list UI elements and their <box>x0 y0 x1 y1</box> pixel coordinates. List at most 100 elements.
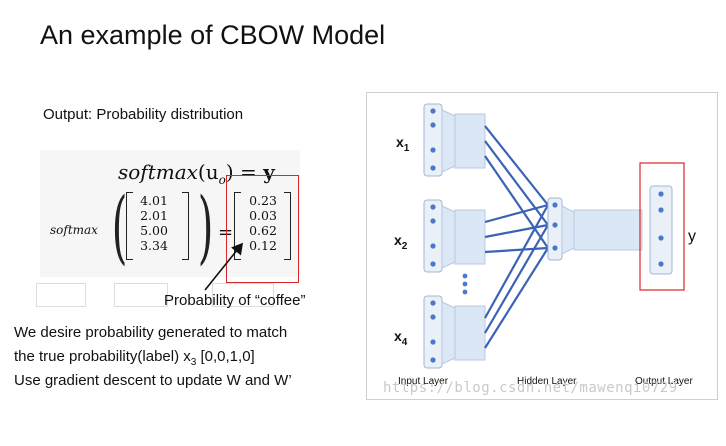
body-line-2-label: [0,0,1,0] <box>196 348 255 365</box>
node <box>430 147 436 153</box>
edge <box>484 224 549 334</box>
output-vector <box>649 185 673 275</box>
placeholder-box <box>114 283 168 307</box>
hidden-layer <box>547 197 643 261</box>
node <box>552 222 558 228</box>
node <box>430 108 436 114</box>
left-paren: ( <box>111 180 128 273</box>
u-arg: (u <box>197 160 219 184</box>
node <box>430 122 436 128</box>
edge <box>484 125 549 206</box>
placeholder-box <box>36 283 86 307</box>
slide-title: An example of CBOW Model <box>40 20 386 50</box>
edge <box>484 246 549 254</box>
edge <box>484 247 549 349</box>
connector <box>441 301 456 365</box>
output-value: 0.62 <box>249 223 277 238</box>
node <box>430 204 436 210</box>
body-line-2-sub: 3 <box>190 357 197 368</box>
weight-matrix-w <box>454 209 486 265</box>
body-line-2-text: the true probability(label) x <box>14 348 191 365</box>
edges <box>484 125 549 349</box>
node <box>552 202 558 208</box>
ellipsis-dots <box>462 273 468 295</box>
node <box>430 357 436 363</box>
dot <box>462 273 468 279</box>
output-highlight-box <box>639 162 685 291</box>
output-layer-label: Output Layer <box>635 376 693 387</box>
connector <box>441 205 456 269</box>
input-vector-4 <box>423 295 443 369</box>
node <box>658 191 664 197</box>
softmax-fn-lower: softmax <box>50 223 98 237</box>
body-line-3: Use gradient descent to update W and W’ <box>14 372 292 389</box>
node <box>658 261 664 267</box>
input-vector-1 <box>423 103 443 177</box>
input-bracket-right <box>182 192 189 260</box>
input-layer-label: Input Layer <box>398 376 449 387</box>
node <box>658 207 664 213</box>
input-value: 5.00 <box>140 223 168 238</box>
dot <box>462 281 468 287</box>
input-vector-2 <box>423 199 443 273</box>
equals-sign: = <box>218 222 234 243</box>
connector <box>441 109 456 173</box>
input-vector: 4.01 2.01 5.00 3.34 <box>134 193 174 253</box>
node <box>552 245 558 251</box>
node <box>658 235 664 241</box>
prediction-highlight-box <box>226 175 299 283</box>
input-label-x4: x4 <box>394 328 407 348</box>
body-line-1: We desire probability generated to match <box>14 324 288 341</box>
node <box>430 261 436 267</box>
output-bracket-left <box>234 192 241 260</box>
input-block-4 <box>423 295 486 369</box>
input-value: 4.01 <box>140 193 168 208</box>
edge <box>484 204 549 319</box>
output-layer <box>639 162 685 291</box>
input-label-x1: x1 <box>396 134 409 154</box>
weight-matrix-w <box>454 305 486 361</box>
formula-panel <box>40 150 300 277</box>
weight-matrix-w-prime <box>573 209 643 251</box>
y-symbol: y <box>263 160 275 184</box>
equals-part: ) = <box>225 160 264 184</box>
watermark: https://blog.csdn.net/mawenqi0729 <box>383 380 678 396</box>
softmax-fn: softmax <box>118 160 198 184</box>
input-label-base: x <box>394 328 402 344</box>
body-line-2: the true probability(label) x3 [0,0,1,0] <box>14 348 255 368</box>
output-value: 0.23 <box>249 193 277 208</box>
edge <box>484 155 549 249</box>
output-y-label: y <box>688 228 696 245</box>
connector <box>561 205 575 255</box>
edge <box>484 140 549 226</box>
coffee-annotation: Probability of “coffee” <box>164 292 306 309</box>
input-label-x2: x2 <box>394 232 407 252</box>
node <box>430 339 436 345</box>
input-label-base: x <box>396 134 404 150</box>
dot <box>462 289 468 295</box>
weight-matrix-w <box>454 113 486 169</box>
node <box>430 218 436 224</box>
softmax-equation: softmax(uo) = y <box>118 160 275 187</box>
hidden-layer-label: Hidden Layer <box>517 376 577 387</box>
placeholder-box <box>212 283 274 307</box>
output-value: 0.12 <box>249 238 277 253</box>
node <box>430 314 436 320</box>
input-label-sub: 4 <box>401 336 408 348</box>
input-bracket-left <box>126 192 133 260</box>
input-value: 3.34 <box>140 238 168 253</box>
input-block-1 <box>423 103 486 177</box>
output-vector: 0.23 0.03 0.62 0.12 <box>243 193 283 253</box>
input-label-sub: 2 <box>401 240 408 252</box>
input-value: 2.01 <box>140 208 168 223</box>
input-block-2 <box>423 199 486 273</box>
input-label-sub: 1 <box>403 142 410 154</box>
node <box>430 243 436 249</box>
edge <box>484 223 549 239</box>
u-sub: o <box>218 173 226 187</box>
right-paren: ) <box>197 180 214 273</box>
edge <box>484 203 549 224</box>
node <box>430 300 436 306</box>
